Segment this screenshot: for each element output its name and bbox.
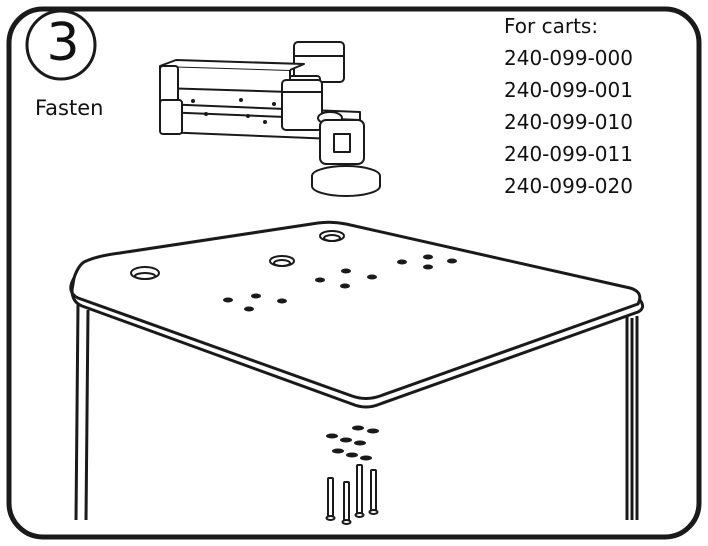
- panel-frame: [6, 6, 702, 540]
- cart-model: 240-099-001: [504, 78, 633, 102]
- cart-holes: [130, 230, 345, 280]
- cart-model-list: For carts: 240-099-000 240-099-001 240-0…: [504, 10, 633, 202]
- washers: [326, 425, 379, 461]
- step-number: 3: [46, 13, 80, 73]
- cart-screw-holes: [223, 254, 457, 312]
- cart-model: 240-099-011: [504, 142, 633, 166]
- screws: [325, 464, 379, 525]
- arm-screws: [191, 98, 276, 124]
- cart-top: [69, 220, 645, 409]
- cart-model: 240-099-010: [504, 110, 633, 134]
- monitor-arm: [159, 41, 381, 197]
- step-number-circle: [25, 9, 97, 81]
- cart-model: 240-099-020: [504, 174, 633, 198]
- cart-list-title: For carts:: [504, 14, 599, 38]
- cart-model: 240-099-000: [504, 46, 633, 70]
- cart-body: [74, 303, 639, 521]
- step-label: Fasten: [35, 96, 104, 120]
